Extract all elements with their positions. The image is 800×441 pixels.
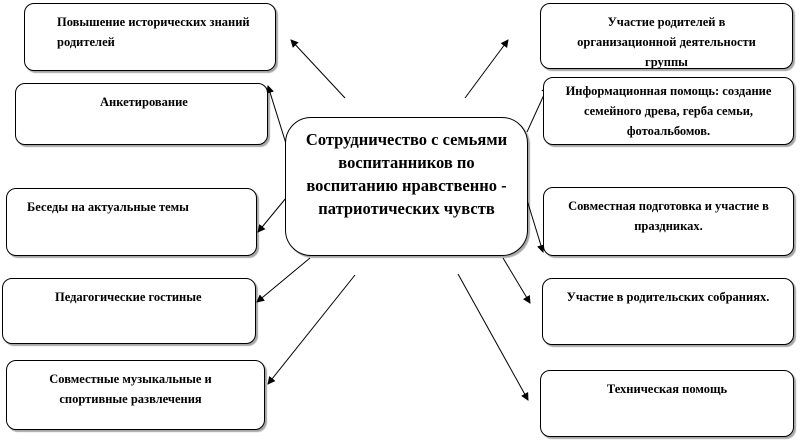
box-conversations: Беседы на актуальные темы [6, 188, 257, 256]
center-topic: Сотрудничество с семьями воспитанников п… [285, 117, 528, 256]
box-info-help: Информационная помощь: создание семейног… [543, 77, 794, 145]
box-history-knowledge: Повышение исторических знаний родителей [24, 3, 276, 71]
box-music-sport: Совместные музыкальные и спортивные разв… [6, 360, 265, 430]
box-label: Информационная помощь: создание семейног… [565, 84, 772, 138]
arrow-to-org-activity [464, 39, 509, 99]
arrow-to-tech-help [457, 273, 529, 401]
box-tech-help: Техническая помощь [540, 370, 794, 437]
arrow-to-holidays [526, 199, 545, 253]
box-org-activity: Участие родителей в организационной деят… [540, 3, 793, 69]
box-pedagogical-lounges: Педагогические гостиные [2, 278, 256, 344]
box-meetings: Участие в родительских собраниях. [542, 278, 794, 345]
arrow-to-survey [266, 85, 289, 151]
box-holidays: Совместная подготовка и участие в праздн… [543, 187, 794, 256]
box-survey: Анкетирование [15, 83, 268, 145]
arrow-to-music-sport [267, 274, 356, 385]
arrow-to-meetings [502, 257, 531, 304]
box-label: Педагогические гостиные [55, 290, 202, 304]
box-label: Совместная подготовка и участие в праздн… [568, 199, 769, 233]
box-label: Совместные музыкальные и спортивные разв… [49, 372, 212, 406]
box-label: Беседы на актуальные темы [27, 200, 189, 214]
box-label: Участие родителей в организационной деят… [577, 15, 756, 69]
arrow-to-history-knowledge [290, 39, 346, 99]
box-label: Анкетирование [100, 95, 188, 109]
box-label: Участие в родительских собраниях. [566, 290, 770, 304]
center-label: Сотрудничество с семьями воспитанников п… [305, 130, 508, 218]
arrow-to-pedagogical-lounges [256, 257, 311, 303]
box-label: Техническая помощь [606, 382, 728, 396]
box-label: Повышение исторических знаний родителей [57, 15, 250, 49]
arrow-to-conversations [257, 197, 287, 233]
